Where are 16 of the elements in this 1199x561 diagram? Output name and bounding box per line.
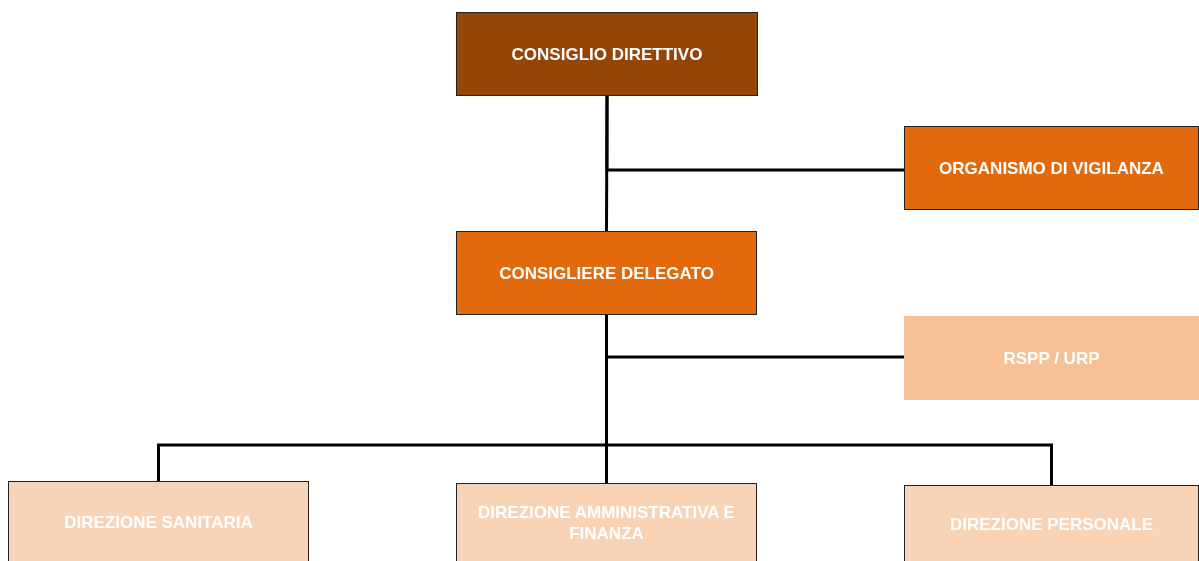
box-label: DIREZIONE SANITARIA (64, 511, 253, 533)
connector-line (605, 96, 609, 231)
box-label: DIREZIONE AMMINISTRATIVA E FINANZA (477, 502, 736, 544)
box-label: CONSIGLIO DIRETTIVO (511, 43, 703, 65)
org-box (8, 481, 309, 561)
box-label: CONSIGLIERE DELEGATO (499, 262, 714, 284)
org-box (456, 483, 757, 561)
box-label: RSPP / URP (1003, 347, 1100, 369)
box-label: ORGANISMO DI VIGILANZA (939, 157, 1164, 179)
org-box (904, 316, 1199, 400)
org-box (904, 126, 1199, 210)
org-box (456, 231, 757, 315)
org-box (456, 12, 758, 96)
connector-line (605, 96, 904, 172)
org-box (904, 485, 1199, 561)
box-label: DIREZIONE PERSONALE (949, 513, 1154, 535)
